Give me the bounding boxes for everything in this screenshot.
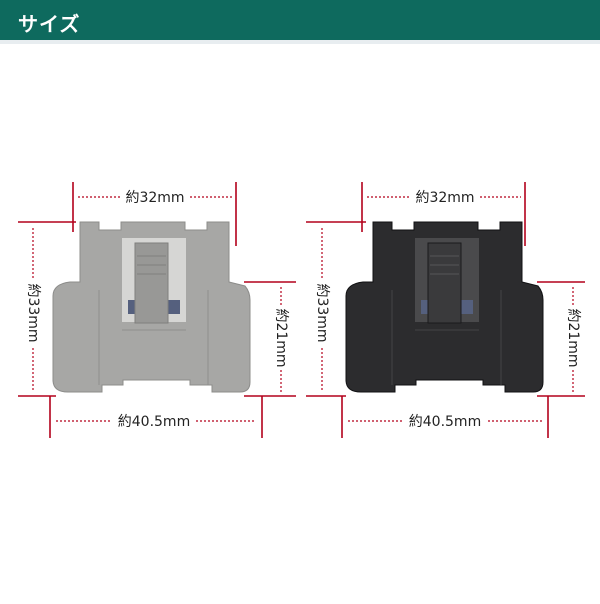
- black-connector: [345, 221, 544, 393]
- gray-height-total-label: 約33mm: [25, 283, 41, 342]
- black-bottom-width-label: 約40.5mm: [409, 414, 481, 430]
- page-title: サイズ: [18, 12, 81, 36]
- gray-height-side-label: 約21mm: [273, 308, 289, 367]
- gray-bottom-width-label: 約40.5mm: [118, 414, 190, 430]
- header-bar: サイズ: [0, 0, 600, 40]
- black-top-width-label: 約32mm: [415, 190, 474, 206]
- gray-top-width-label: 約32mm: [125, 190, 184, 206]
- black-connector-latch: [427, 242, 462, 324]
- gray-connector: [52, 221, 251, 393]
- black-dimensions: 約32mm 約33mm 約21mm 約40.5mm: [306, 182, 585, 438]
- black-height-side-label: 約21mm: [565, 308, 581, 367]
- black-height-total-label: 約33mm: [314, 283, 330, 342]
- gray-dimensions: 約32mm 約33mm 約21mm 約40.5mm: [18, 182, 296, 438]
- size-diagram-svg: 約32mm 約33mm 約21mm 約40.5mm: [18, 182, 585, 438]
- product-size-diagram: 約32mm 約33mm 約21mm 約40.5mm: [0, 44, 600, 600]
- header-divider: [0, 40, 600, 44]
- gray-connector-latch: [134, 242, 169, 324]
